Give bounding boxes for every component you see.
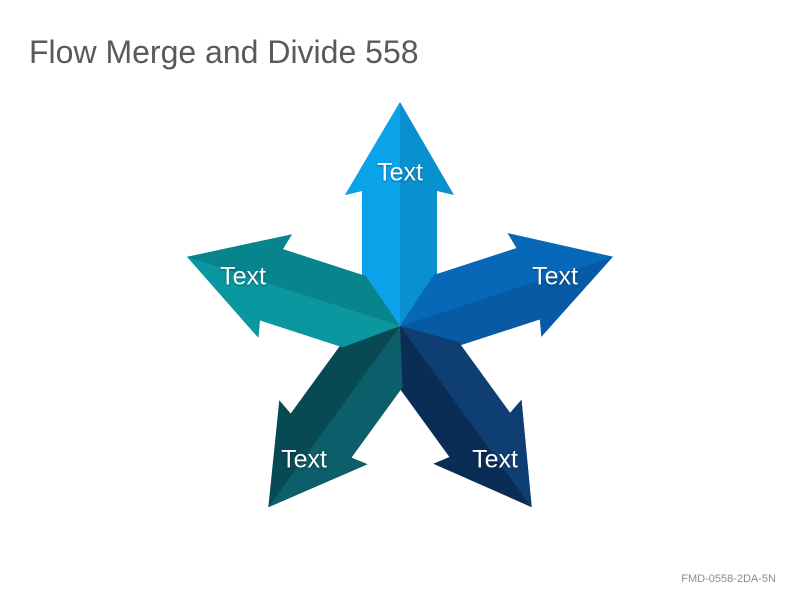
arrow-up-highlight [345,102,400,326]
arrow-lower-left-highlight [268,326,403,508]
arrow-label-lower-right: Text [472,445,518,474]
footer-code: FMD-0558-2DA-5N [681,573,776,585]
arrow-lower-right [398,326,532,508]
arrow-label-up: Text [377,158,423,187]
arrow-upper-right-highlight [400,233,613,326]
arrow-label-upper-right: Text [532,262,578,291]
arrow-label-upper-left: Text [220,262,266,291]
arrow-upper-left-highlight [187,256,400,348]
slide-title: Flow Merge and Divide 558 [29,34,419,70]
arrow-lower-right-highlight [400,326,532,508]
arrow-label-lower-left: Text [281,445,327,474]
